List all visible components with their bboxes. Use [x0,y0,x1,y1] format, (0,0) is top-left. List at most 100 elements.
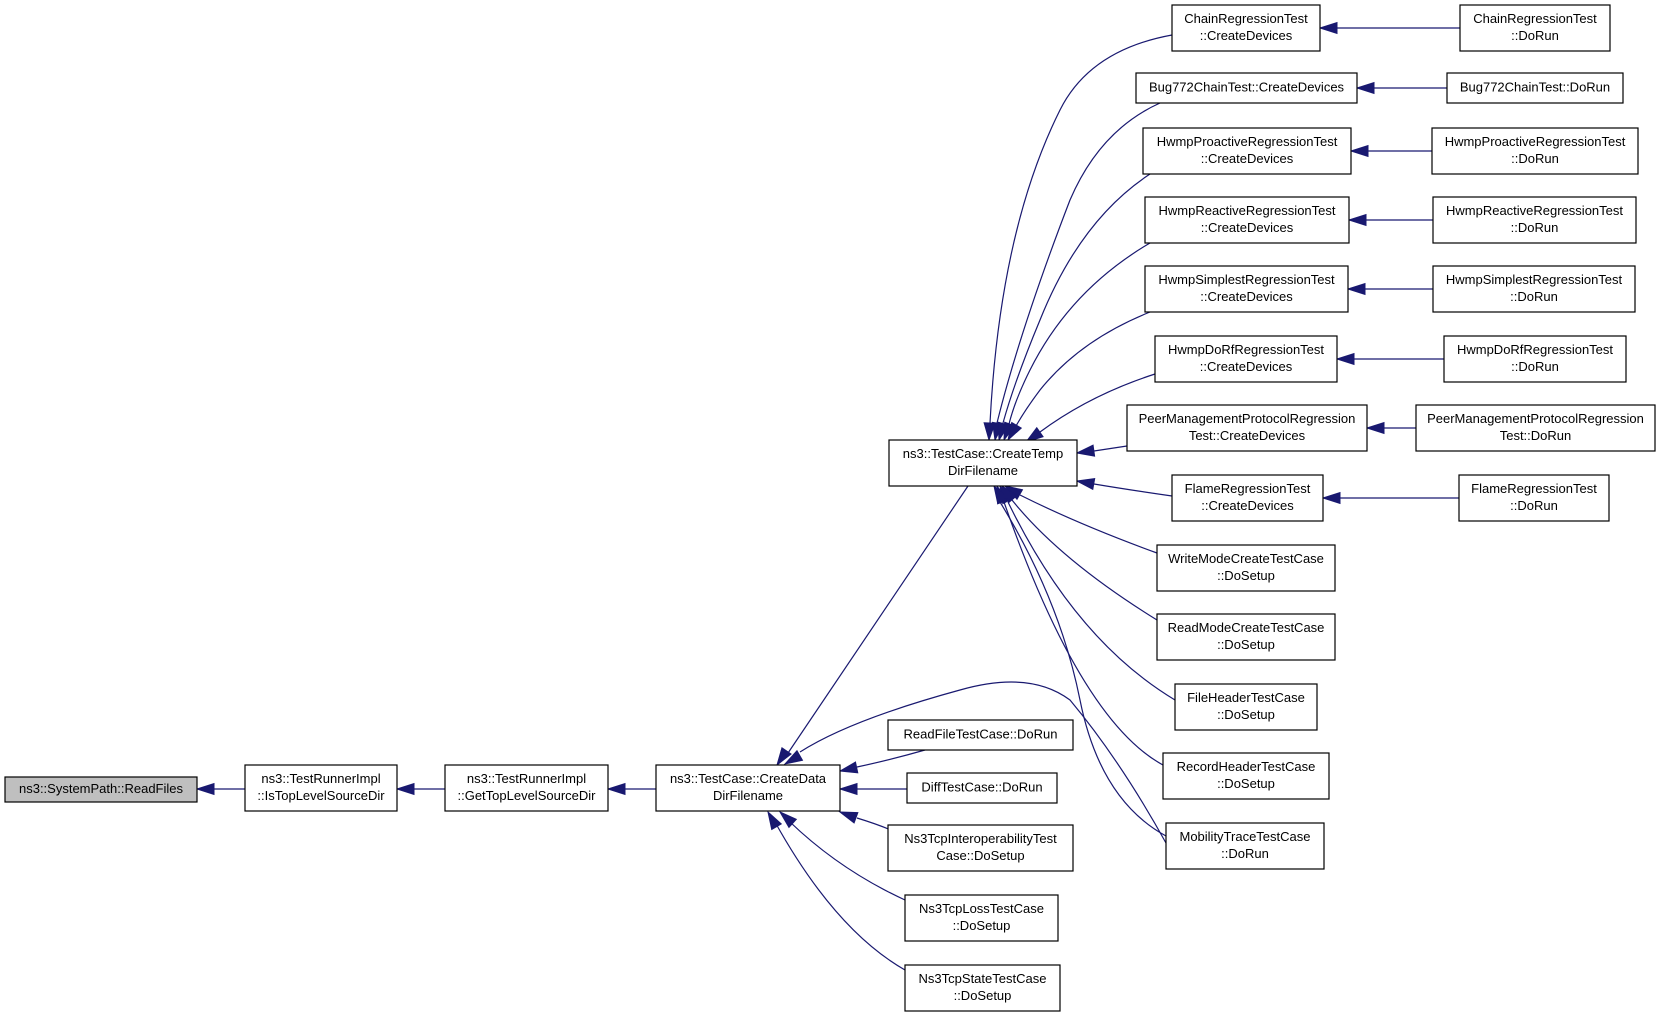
node-label: ::DoSetup [1217,637,1275,652]
node-box [1458,474,1610,522]
node-hwmpproactive_dr[interactable]: HwmpProactiveRegressionTest::DoRun [1431,127,1639,175]
node-hwmpsimplest_cd[interactable]: HwmpSimplestRegressionTest::CreateDevice… [1144,265,1349,313]
node-box [904,964,1061,1012]
node-label: HwmpSimplestRegressionTest [1446,272,1623,287]
node-box [1174,683,1318,731]
node-istoplevel[interactable]: ns3::TestRunnerImpl::IsTopLevelSourceDir [244,764,398,812]
node-label: Ns3TcpStateTestCase [919,971,1047,986]
node-box [4,776,198,803]
node-label: HwmpProactiveRegressionTest [1445,134,1626,149]
node-label: Ns3TcpInteroperabilityTest [904,831,1057,846]
edge-arrowhead [1347,213,1367,227]
node-label: ChainRegressionTest [1473,11,1597,26]
edge-line [1003,501,1164,766]
edge-arrowhead [1355,81,1375,95]
node-hwmpproactive_cd[interactable]: HwmpProactiveRegressionTest::CreateDevic… [1142,127,1352,175]
edge-istoplevel-to-readfiles [195,782,245,796]
node-label: Bug772ChainTest::CreateDevices [1149,79,1345,94]
node-bug772_cd[interactable]: Bug772ChainTest::CreateDevices [1135,72,1358,104]
node-fileheader[interactable]: FileHeaderTestCase::DoSetup [1174,683,1318,731]
nodes-layer: ns3::SystemPath::ReadFiles ns3::TestRunne… [4,4,1656,1012]
node-hwmpsimplest_dr[interactable]: HwmpSimplestRegressionTest::DoRun [1432,265,1636,313]
edge-arrowhead [783,749,804,765]
node-label: HwmpSimplestRegressionTest [1158,272,1335,287]
edge-fileheader-to-createtemp [999,484,1176,701]
node-label: HwmpProactiveRegressionTest [1157,134,1338,149]
edge-line [1007,501,1176,701]
edge-arrowhead [993,484,1009,505]
edge-bug772_dr-to-bug772_cd [1355,81,1447,95]
node-chain_dr[interactable]: ChainRegressionTest::DoRun [1459,4,1611,52]
edge-arrowhead [1075,477,1096,491]
node-difftc[interactable]: DiffTestCase::DoRun [906,772,1058,804]
edge-line [1093,445,1128,452]
node-label: Case::DoSetup [936,848,1024,863]
node-label: ::DoRun [1511,151,1559,166]
node-box [444,764,609,812]
node-hwmpreactive_dr[interactable]: HwmpReactiveRegressionTest::DoRun [1432,196,1637,244]
node-label: ::GetTopLevelSourceDir [457,788,596,803]
node-label: ::CreateDevices [1200,28,1293,43]
node-ns3tcpstate[interactable]: Ns3TcpStateTestCase::DoSetup [904,964,1061,1012]
node-hwmpreactive_cd[interactable]: HwmpReactiveRegressionTest::CreateDevice… [1144,196,1350,244]
node-label: ns3::TestRunnerImpl [467,771,586,786]
node-hwmpdorf_dr[interactable]: HwmpDoRfRegressionTest::DoRun [1443,335,1627,383]
node-label: ::IsTopLevelSourceDir [257,788,385,803]
node-box [655,764,841,812]
node-label: ::CreateDevices [1200,289,1293,304]
node-box [1432,265,1636,313]
node-writemode[interactable]: WriteModeCreateTestCase::DoSetup [1156,544,1336,592]
node-bug772_dr[interactable]: Bug772ChainTest::DoRun [1446,72,1624,104]
edge-arrowhead [983,422,996,442]
edge-line [996,102,1161,424]
node-label: PeerManagementProtocolRegression [1427,411,1644,426]
node-box [887,719,1074,751]
node-recordheader[interactable]: RecordHeaderTestCase::DoSetup [1162,752,1330,800]
node-box [1431,127,1639,175]
edge-difftc-to-createdata [838,782,907,796]
node-label: ChainRegressionTest [1184,11,1308,26]
edge-hwmpreactive_dr-to-hwmpreactive_cd [1347,213,1433,227]
edge-line [1039,373,1156,433]
node-mobilitytrace[interactable]: MobilityTraceTestCase::DoRun [1165,822,1325,870]
edge-line [1093,483,1173,497]
edge-line [1002,173,1151,424]
node-label: HwmpReactiveRegressionTest [1158,203,1335,218]
node-box [1415,404,1656,452]
edge-readfiletc-to-createdata [838,749,926,774]
node-label: ::DoSetup [954,988,1012,1003]
edge-bug772_cd-to-createtemp [991,102,1161,442]
node-flame_dr[interactable]: FlameRegressionTest::DoRun [1458,474,1610,522]
edge-arrowhead [767,810,783,831]
node-ns3tcploss[interactable]: Ns3TcpLossTestCase::DoSetup [904,894,1059,942]
node-readfiletc[interactable]: ReadFileTestCase::DoRun [887,719,1074,751]
node-gettoplevel[interactable]: ns3::TestRunnerImpl::GetTopLevelSourceDi… [444,764,609,812]
node-label: ::CreateDevices [1201,220,1294,235]
node-flame_cd[interactable]: FlameRegressionTest::CreateDevices [1171,474,1324,522]
node-label: ns3::TestRunnerImpl [261,771,380,786]
node-label: Test::CreateDevices [1189,428,1306,443]
node-readfiles[interactable]: ns3::SystemPath::ReadFiles [4,776,198,803]
node-peermgmt_cd[interactable]: PeerManagementProtocolRegressionTest::Cr… [1126,404,1368,452]
node-label: Test::DoRun [1500,428,1572,443]
node-label: ::CreateDevices [1200,359,1293,374]
node-chain_cd[interactable]: ChainRegressionTest::CreateDevices [1171,4,1321,52]
node-box [1156,613,1336,661]
node-label: ns3::TestCase::CreateTemp [903,446,1063,461]
edge-hwmpproactive_dr-to-hwmpproactive_cd [1349,144,1432,158]
edge-arrowhead [1346,282,1366,296]
node-readmode[interactable]: ReadModeCreateTestCase::DoSetup [1156,613,1336,661]
node-box [887,824,1074,872]
edge-createtemp-to-createdata [776,485,969,767]
node-label: PeerManagementProtocolRegression [1139,411,1356,426]
node-label: ReadFileTestCase::DoRun [904,726,1058,741]
node-peermgmt_dr[interactable]: PeerManagementProtocolRegressionTest::Do… [1415,404,1656,452]
node-label: ::DoRun [1511,220,1559,235]
node-hwmpdorf_cd[interactable]: HwmpDoRfRegressionTest::CreateDevices [1154,335,1338,383]
edge-ns3tcpstate-to-createdata [767,810,906,971]
node-label: ::CreateDevices [1201,151,1294,166]
